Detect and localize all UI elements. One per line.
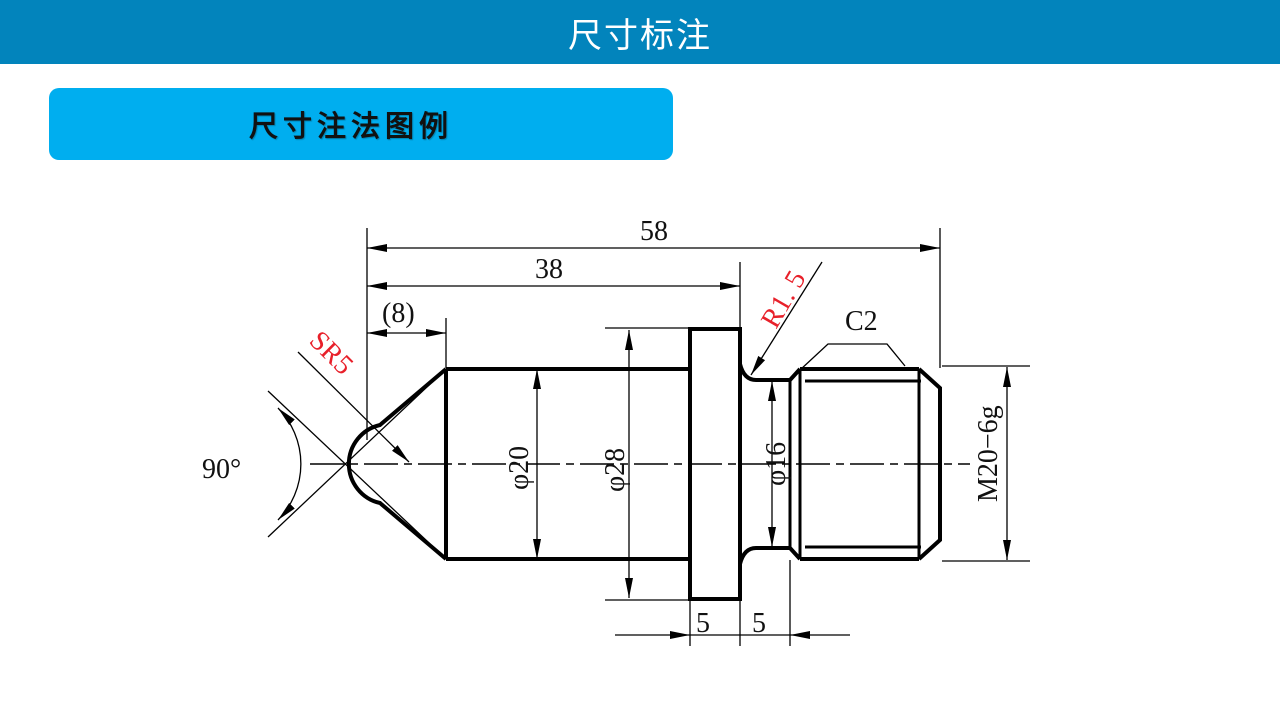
dim-8-label: (8) xyxy=(382,298,415,329)
dia-20-label: φ20 xyxy=(504,446,535,490)
dimension-lines xyxy=(267,228,1030,646)
angle-label: 90° xyxy=(202,454,241,485)
collar-width-label: 5 xyxy=(696,608,710,639)
sphere-radius-label: SR5 xyxy=(303,325,359,381)
groove-width-label: 5 xyxy=(752,608,766,639)
fillet-radius-label: R1. 5 xyxy=(755,265,812,333)
dim-58-label: 58 xyxy=(640,216,668,247)
section-banner: 尺寸注法图例 xyxy=(49,88,673,160)
page-title: 尺寸标注 xyxy=(568,15,712,56)
dim-38-label: 38 xyxy=(535,254,563,285)
section-label: 尺寸注法图例 xyxy=(249,109,454,143)
chamfer-label: C2 xyxy=(845,306,878,337)
top-title-bar: 尺寸标注 xyxy=(0,0,1280,64)
thread-label: M20−6g xyxy=(973,405,1004,502)
part-outline xyxy=(346,327,942,601)
dia-16-label: φ16 xyxy=(761,442,792,486)
dia-28-label: φ28 xyxy=(600,448,631,492)
